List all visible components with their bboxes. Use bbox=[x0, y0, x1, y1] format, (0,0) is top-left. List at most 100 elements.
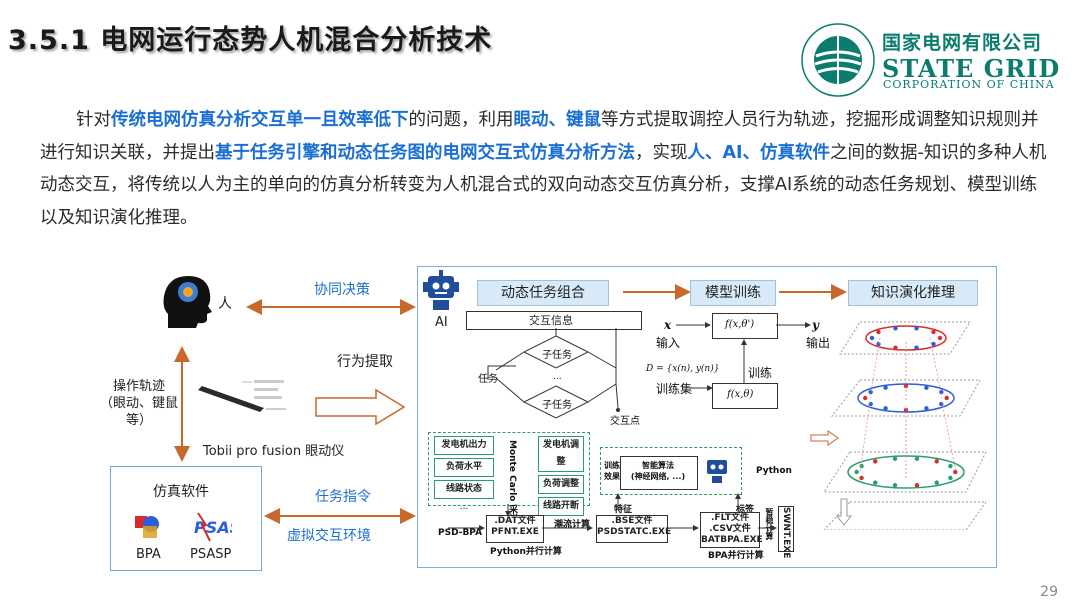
collab-label: 协同决策 bbox=[314, 282, 370, 298]
kg-node bbox=[854, 469, 859, 475]
node-label: 交互点 bbox=[610, 416, 640, 427]
eye-tracker-image bbox=[196, 372, 290, 426]
collab-arrow bbox=[246, 299, 416, 315]
kg-node bbox=[893, 345, 898, 350]
bpa-label: BPA bbox=[136, 547, 161, 562]
feature-cell: ... bbox=[459, 502, 469, 512]
kg-down-arrow bbox=[836, 498, 852, 526]
paragraph-text: 等方式提取调控人员行为轨迹，挖掘形成调整知识规则并进行知识关联，并提出 bbox=[40, 110, 1039, 163]
task-cmd-label: 任务指令 bbox=[315, 489, 371, 505]
stage-knowledge: 知识演化推理 bbox=[848, 280, 978, 306]
dat-file-line2: PFNT.EXE bbox=[491, 527, 539, 537]
flt-file-line3: BATBPA.EXE bbox=[701, 535, 763, 545]
kg-node bbox=[944, 395, 949, 401]
task-cmd-arrow bbox=[264, 508, 416, 524]
stability-label: 暂稳计算 bbox=[765, 508, 774, 540]
stage-model-training: 模型训练 bbox=[690, 280, 776, 306]
kg-node bbox=[892, 483, 898, 488]
ai-robot-icon bbox=[420, 268, 462, 312]
kg-node bbox=[948, 463, 953, 469]
kg-node bbox=[924, 385, 929, 390]
human-head-icon bbox=[158, 272, 216, 328]
feature-label: 特征 bbox=[614, 505, 633, 515]
subtask-m: 子任务 bbox=[542, 400, 572, 411]
mid-feature-column: 发电机调整负荷调整线路开断... bbox=[538, 436, 584, 532]
logo-en2: CORPORATION OF CHINA bbox=[883, 78, 1055, 91]
dat-file-line1: .DAT文件 bbox=[494, 516, 536, 526]
train-effect-line: 训练 bbox=[604, 461, 620, 470]
paragraph-text: 之间的数据-知识的多种人机动态交互，将传统以人为主的单向的仿真分析转变为人机混合… bbox=[40, 142, 1047, 228]
y-label: y bbox=[812, 318, 819, 332]
eye-tracker-label: Tobii pro fusion 眼动仪 bbox=[203, 444, 345, 459]
input-label: 输入 bbox=[656, 336, 681, 350]
bse-file-line1: .BSE文件 bbox=[611, 516, 653, 526]
python-label: Python bbox=[756, 466, 792, 476]
trajectory-line: （眼动、键鼠 bbox=[99, 396, 178, 411]
trajectory-label: 操作轨迹 （眼动、键鼠等） bbox=[96, 378, 182, 429]
kg-node bbox=[876, 329, 881, 335]
knowledge-graph bbox=[823, 321, 987, 530]
kg-node bbox=[931, 329, 936, 335]
paragraph-highlight: 眼动、键鼠 bbox=[513, 110, 602, 130]
paragraph-text: 的问题，利用 bbox=[408, 110, 514, 130]
trainset-label: 训练集 bbox=[656, 382, 693, 396]
adjust-cell: ... bbox=[556, 519, 566, 529]
feature-cell: 发电机出力 bbox=[434, 436, 494, 455]
kg-node bbox=[873, 459, 878, 464]
svg-text:PSASP: PSASP bbox=[194, 518, 232, 537]
flow-connectors bbox=[448, 493, 777, 531]
kg-node bbox=[876, 341, 881, 347]
kg-node bbox=[914, 345, 919, 350]
kg-node bbox=[931, 341, 936, 347]
model-box bbox=[712, 313, 778, 339]
trajectory-line: 等） bbox=[125, 413, 152, 428]
flow-calc-label: 潮流计算 bbox=[554, 520, 591, 530]
model-fx: f(x,θ') bbox=[725, 319, 755, 330]
trajectory-line: 操作轨迹 bbox=[112, 379, 165, 394]
bpa-parallel-label: BPA并行计算 bbox=[708, 551, 764, 561]
flt-file-line2: .CSV文件 bbox=[709, 524, 751, 534]
ai-label: AI bbox=[435, 315, 448, 330]
adjust-cell: 发电机调整 bbox=[538, 436, 584, 472]
train-link bbox=[690, 385, 713, 391]
train-effect-label: 训练效果 bbox=[604, 460, 620, 482]
algo-robot-icon bbox=[703, 456, 731, 484]
train-label: 训练 bbox=[748, 366, 773, 380]
paragraph-text: 针对 bbox=[76, 110, 111, 130]
kg-node bbox=[924, 406, 929, 411]
psasp-logo-icon: PSASP bbox=[192, 511, 253, 543]
state-grid-logo-icon bbox=[800, 22, 876, 98]
paragraph-text: ，实现 bbox=[635, 142, 688, 163]
interact-info-label: 交互信息 bbox=[529, 314, 573, 327]
kg-node bbox=[914, 456, 920, 461]
kg-node bbox=[883, 406, 888, 411]
left-feature-column: 发电机出力负荷水平线路状态... bbox=[434, 436, 494, 515]
bse-file-line2: PSDSTATC.EXE bbox=[597, 527, 672, 537]
kg-node bbox=[914, 326, 919, 331]
task-graph bbox=[487, 328, 620, 419]
tag-label: 标签 bbox=[736, 505, 755, 515]
bpa-logo-icon bbox=[133, 512, 163, 540]
kg-node bbox=[948, 475, 953, 481]
human-label: 人 bbox=[218, 296, 232, 312]
logo-cn: 国家电网有限公司 bbox=[882, 32, 1043, 54]
kg-node bbox=[859, 475, 864, 481]
algorithm-inner bbox=[620, 456, 698, 490]
feature-cell: 负荷水平 bbox=[434, 458, 494, 477]
kg-node bbox=[953, 469, 958, 475]
kg-node bbox=[859, 463, 864, 469]
intro-paragraph: 针对传统电网仿真分析交互单一且效率低下的问题，利用眼动、键鼠等方式提取调控人员行… bbox=[40, 104, 1050, 234]
logo-en1: STATE GRID bbox=[882, 54, 1061, 83]
swnt-label: SWNT.EXE bbox=[781, 507, 791, 559]
kg-node bbox=[883, 385, 888, 390]
kg-node bbox=[914, 483, 920, 488]
dataset-formula: D = {x(n), y(n)} bbox=[646, 364, 720, 374]
subtask-1: 子任务 bbox=[542, 350, 572, 361]
train-effect-line: 效果 bbox=[604, 472, 620, 481]
page-number: 29 bbox=[1040, 584, 1058, 600]
kg-node bbox=[892, 456, 898, 461]
kg-node bbox=[939, 401, 944, 407]
output-label: 输出 bbox=[806, 336, 831, 350]
